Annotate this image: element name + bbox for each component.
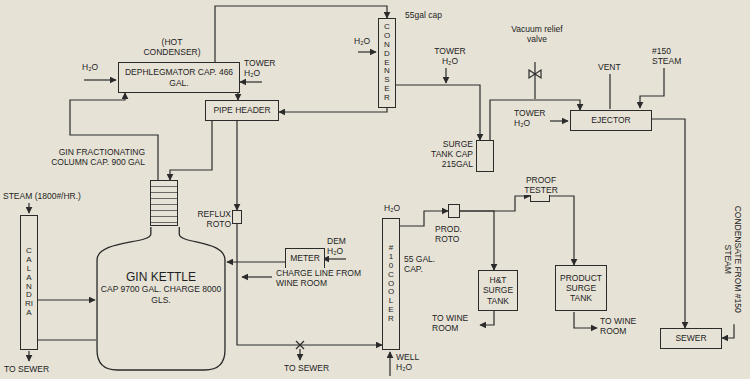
node-text: CALANDRIA (25, 247, 33, 317)
water-label: TOWER H₂O (432, 46, 468, 66)
node-text: CAP 9700 GAL. CHARGE 8000 GLS. (98, 284, 224, 304)
calandria-box: CALANDRIA (20, 215, 38, 350)
drain-label: TO SEWER (4, 364, 49, 374)
capacity-text: 55gal cap (405, 10, 465, 20)
pipe-connector (550, 196, 574, 265)
cooler-box: #10 COOLER (382, 218, 400, 350)
pipe-connector (236, 121, 237, 210)
return-line (38, 339, 96, 340)
node-text: DEPHLEGMATOR CAP. 466 GAL. (122, 67, 236, 87)
pipe-connector (490, 100, 580, 140)
pipe-connector (215, 6, 387, 62)
valve-symbol (529, 70, 541, 78)
steam-inlet (28, 203, 29, 213)
node-text: PRODUCT SURGE TANK (559, 273, 603, 304)
ejector-box: EJECTOR (570, 110, 652, 131)
dem-water-arrow (323, 258, 346, 259)
roto-label: PROD. ROTO (435, 224, 483, 244)
roto-box: PROD. ROTO (448, 204, 460, 218)
drain-line (28, 351, 29, 361)
steam-label: STEAM (1800#/HR.) (3, 191, 81, 201)
water-label: H₂O (82, 62, 98, 72)
pipe-connector (460, 196, 530, 211)
water-label: H₂O (354, 36, 370, 46)
process-box: (HOT CONDENSER)DEPHLEGMATOR CAP. 466 GAL… (118, 62, 240, 93)
tank-box: H&T SURGE TANK (478, 270, 518, 311)
pipe-connector (227, 261, 285, 262)
destination-label: TO WINE ROOM (432, 313, 476, 333)
kettle-shape: GIN KETTLECAP 9700 GAL. CHARGE 8000 GLS. (95, 226, 227, 372)
water-label: H₂O (384, 203, 400, 213)
kettle-outline (97, 227, 225, 370)
pipe-connector (170, 121, 212, 180)
water-label: WELL H₂O (396, 352, 428, 372)
destination-label: TO WINE ROOM (600, 316, 644, 336)
charge-arrow (242, 276, 272, 277)
water-label: TOWER H₂O (514, 108, 548, 128)
water-inlet-arrow (84, 79, 116, 80)
pipe-connector (38, 299, 95, 300)
condensate-arrow (722, 324, 734, 338)
header-box: PIPE HEADER (205, 100, 279, 121)
drain-label: TO SEWER (284, 363, 329, 373)
heading-text: (HOT CONDENSER) (141, 37, 203, 57)
to-wine-room-line (480, 311, 494, 325)
to-wine-room-line (574, 312, 597, 328)
roto-box: REFLUX ROTO (232, 210, 242, 224)
condenser-box: 55gal capCONDENSER (378, 18, 396, 108)
node-text: PIPE HEADER (209, 105, 275, 115)
node-text: SEWER (664, 333, 718, 343)
pipe-connector (279, 108, 387, 112)
tester-box: PROOF TESTER (530, 190, 550, 202)
capacity-label: 55 GAL. CAP. (404, 254, 436, 274)
water-label: DEM H₂O (327, 236, 357, 256)
sewer-box: SEWER (660, 328, 722, 349)
steam-inlet (640, 68, 664, 108)
node-text: #10 COOLER (387, 244, 395, 323)
well-water-arrow (389, 352, 390, 376)
condensate-label: CONDENSATE FROM #150 STEAM (723, 194, 743, 324)
water-inlet-arrow (358, 51, 376, 52)
tower-water-arrow (240, 81, 262, 82)
charge-label: CHARGE LINE FROM WINE ROOM (276, 268, 376, 288)
tank-box: PRODUCT SURGE TANK (555, 265, 607, 311)
valve-stem (534, 62, 535, 99)
tower-water-arrow (550, 120, 568, 121)
node-text: METER (289, 253, 321, 263)
steam-label: #150 STEAM (652, 46, 696, 66)
pipe-connector (237, 93, 238, 100)
pipe-connector (652, 119, 685, 328)
tower-water-arrow (445, 68, 446, 83)
column-box: GIN FRACTIONATING COLUMN CAP. 900 GAL (150, 180, 178, 226)
pipe-connector (396, 85, 480, 140)
node-text: GIN KETTLE (98, 270, 224, 284)
drain-line (299, 349, 300, 360)
roto-label: REFLUX ROTO (187, 209, 231, 229)
tester-label: PROOF TESTER (511, 175, 571, 195)
tank-label: SURGE TANK CAP 215GAL (421, 139, 473, 170)
node-text: EJECTOR (574, 115, 648, 125)
water-label: TOWER H₂O (244, 58, 278, 78)
meter-box: METER (285, 248, 325, 269)
tank-box: SURGE TANK CAP 215GAL (476, 140, 494, 172)
heading-text: GIN FRACTIONATING COLUMN CAP. 900 GAL (41, 147, 145, 167)
vent-label: VENT (598, 62, 621, 72)
valve-label: Vacuum relief valve (508, 24, 566, 44)
node-text: CONDENSER (383, 23, 391, 102)
vent-line (609, 74, 610, 109)
pipe-connector (237, 224, 382, 345)
node-text: H&T SURGE TANK (482, 275, 514, 306)
